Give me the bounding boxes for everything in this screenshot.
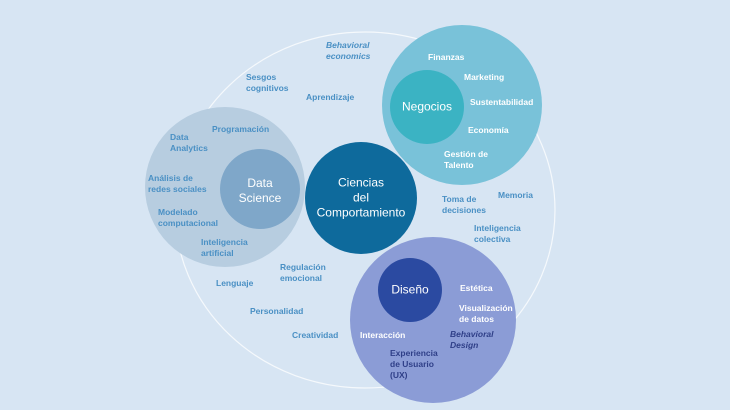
outer-term-lenguaje: Lenguaje xyxy=(216,278,254,288)
diseno-title: Diseño xyxy=(391,282,429,297)
negocios-inner-circle xyxy=(390,70,464,144)
ds-item-analisis-redes: Análisis de redes sociales xyxy=(148,173,207,194)
outer-term-creatividad: Creatividad xyxy=(292,330,339,340)
neg-item-sustentabilidad: Sustentabilidad xyxy=(470,97,534,107)
outer-term-aprendizaje: Aprendizaje xyxy=(306,92,355,102)
ds-item-modelado: Modelado computacional xyxy=(158,207,218,228)
outer-term-sesgos: Sesgos cognitivos xyxy=(246,72,289,93)
ds-item-data-analytics: Data Analytics xyxy=(170,132,208,153)
data-science-inner-circle xyxy=(220,149,300,229)
outer-term-inteligencia-colectiva: Inteligencia colectiva xyxy=(474,223,521,244)
outer-term-behavioral-economics: Behavioral economics xyxy=(326,40,371,61)
neg-item-marketing: Marketing xyxy=(464,72,505,82)
outer-term-personalidad: Personalidad xyxy=(250,306,304,316)
ds-item-programacion: Programación xyxy=(212,124,270,134)
center-label: Ciencias del Comportamiento xyxy=(316,175,406,220)
outer-term-regulacion: Regulación emocional xyxy=(280,262,326,283)
neg-item-finanzas: Finanzas xyxy=(428,52,465,62)
neg-item-gestion-talento: Gestión de Talento xyxy=(444,149,488,170)
outer-term-memoria: Memoria xyxy=(498,190,533,200)
negocios-title: Negocios xyxy=(401,99,453,114)
neg-item-economia: Economía xyxy=(468,125,509,135)
data-science-title: Data Science xyxy=(238,176,282,205)
dis-item-behavioral-design: Behavioral Design xyxy=(450,329,494,350)
ds-item-inteligencia-artificial: Inteligencia artificial xyxy=(201,237,248,258)
dis-item-interaccion: Interacción xyxy=(360,330,406,340)
dis-item-ux: Experiencia de Usuario (UX) xyxy=(390,348,438,380)
dis-item-visualizacion: Visualización de datos xyxy=(459,303,513,324)
center-circle xyxy=(305,142,417,254)
diseno-inner-circle xyxy=(378,258,442,322)
dis-item-estetica: Estética xyxy=(460,283,493,293)
outer-term-toma-decisiones: Toma de decisiones xyxy=(442,194,486,215)
